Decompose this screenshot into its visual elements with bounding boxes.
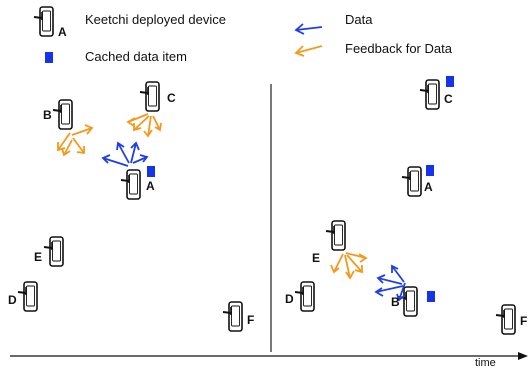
left-cached-item-a: [147, 166, 155, 177]
right-label-c: C: [444, 92, 453, 106]
legend-cached-icon: [45, 52, 53, 63]
legend-data-text: Data: [345, 12, 373, 27]
left-device-d-icon: [17, 281, 38, 312]
left-label-f: F: [247, 313, 255, 327]
left-device-a-icon: [120, 169, 141, 200]
right-device-f-icon: [495, 304, 516, 335]
right-data-arrows: [374, 264, 406, 302]
right-device-d-icon: [294, 281, 315, 312]
left-device-b-icon: [52, 99, 73, 130]
legend-cached-text: Cached data item: [85, 49, 187, 64]
time-axis-label: time: [475, 357, 496, 369]
legend-feedback-text: Feedback for Data: [345, 41, 452, 56]
left-label-e: E: [34, 250, 43, 264]
legend-device-text: Keetchi deployed device: [85, 12, 226, 27]
right-device-b-icon: [397, 286, 418, 317]
left-label-b: B: [43, 108, 52, 122]
right-label-d: D: [285, 292, 294, 306]
right-device-e-icon: [325, 220, 346, 251]
right-label-f: F: [520, 314, 528, 328]
left-device-f-icon: [222, 301, 243, 332]
legend-device-icon: [33, 6, 54, 37]
left-label-a: A: [146, 179, 155, 193]
time-axis: [10, 352, 528, 360]
right-feedback-arrows: [330, 252, 368, 280]
legend-data-arrow-icon: [294, 23, 323, 35]
right-label-e: E: [312, 251, 321, 265]
left-label-d: D: [8, 293, 17, 307]
left-label-c: C: [167, 91, 176, 105]
right-cached-item-c: [446, 76, 454, 87]
right-cached-item-b: [427, 291, 435, 302]
right-label-a: A: [424, 180, 433, 194]
left-feedback-arrows: [57, 113, 162, 157]
legend: [33, 6, 323, 63]
left-data-arrows: [101, 141, 149, 167]
left-device-c-icon: [139, 81, 160, 112]
right-label-b: B: [391, 295, 400, 309]
right-device-c-icon: [419, 79, 440, 110]
left-device-e-icon: [43, 236, 64, 267]
legend-device-letter: A: [58, 25, 67, 39]
legend-feedback-arrow-icon: [294, 45, 323, 57]
right-device-a-icon: [401, 166, 422, 197]
right-cached-item-a: [426, 165, 434, 176]
